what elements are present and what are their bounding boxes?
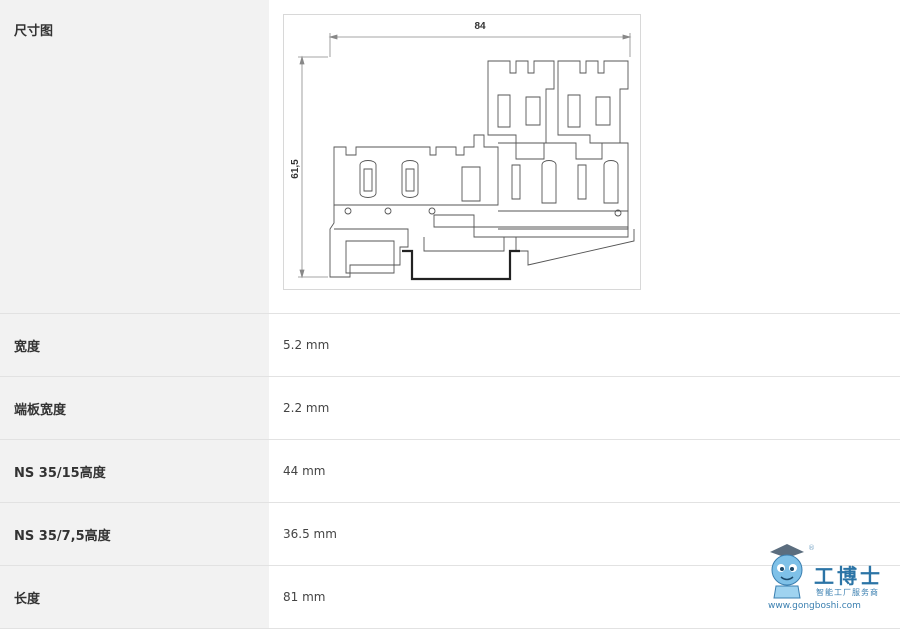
spec-row-ns35-15-height: NS 35/15高度 44 mm (0, 440, 900, 503)
spec-value: 44 mm (283, 464, 326, 478)
watermark-subtitle: 智能工厂服务商 (816, 588, 879, 597)
watermark-logo: ® 工博士 智能工厂服务商 www.gongboshi.com (762, 542, 892, 614)
terminal-block-drawing: 84 61,5 (290, 21, 635, 281)
spec-value: 36.5 mm (283, 527, 337, 541)
spec-value: 5.2 mm (283, 338, 330, 352)
spec-row-length: 长度 81 mm (0, 566, 900, 629)
spec-row-dimension-drawing: 尺寸图 (0, 0, 900, 314)
spec-label: 长度 (0, 566, 269, 628)
dimension-width-label: 84 (474, 21, 486, 32)
spec-value: 81 mm (283, 590, 326, 604)
spec-label: NS 35/15高度 (0, 440, 269, 502)
dimension-height-label: 61,5 (290, 159, 301, 179)
registered-mark: ® (808, 544, 815, 552)
terminal-outline (329, 60, 635, 278)
spec-value: 2.2 mm (283, 401, 330, 415)
watermark-brand: 工博士 (814, 564, 883, 588)
spec-label: 端板宽度 (0, 377, 269, 439)
spec-label: 宽度 (0, 314, 269, 376)
spec-row-width: 宽度 5.2 mm (0, 314, 900, 377)
din-rail (402, 249, 520, 281)
spec-row-end-plate-width: 端板宽度 2.2 mm (0, 377, 900, 440)
spec-row-ns35-7-5-height: NS 35/7,5高度 36.5 mm (0, 503, 900, 566)
dimension-drawing: 84 61,5 (283, 14, 641, 290)
spec-label: 尺寸图 (0, 0, 269, 313)
spec-label: NS 35/7,5高度 (0, 503, 269, 565)
watermark-url: www.gongboshi.com (768, 601, 861, 611)
mascot-icon (770, 544, 804, 599)
spec-value-drawing: 84 61,5 (269, 0, 900, 313)
